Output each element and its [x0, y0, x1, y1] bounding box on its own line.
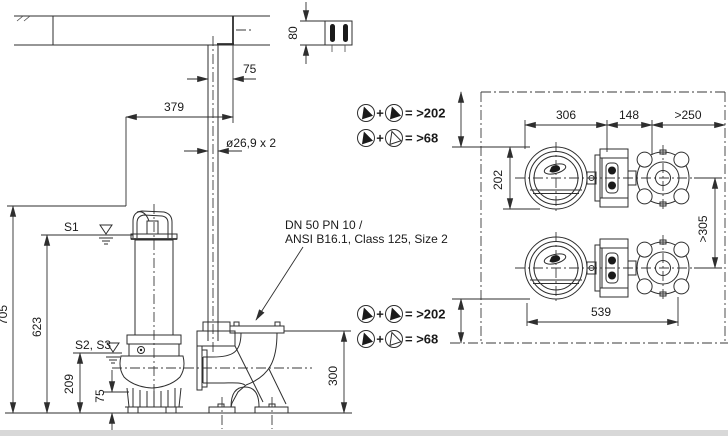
- legend-value: = >202: [405, 307, 446, 322]
- dim-label-300: 300: [326, 366, 340, 386]
- pump-standby-icon: [385, 330, 403, 348]
- plus-sign: +: [376, 106, 384, 121]
- pump-standby-icon: [385, 129, 403, 147]
- water-level-icon: [106, 342, 120, 364]
- plus-sign: +: [376, 131, 384, 146]
- plus-sign: +: [376, 332, 384, 347]
- foot-pad: [254, 406, 289, 414]
- pump-running-icon: [357, 104, 375, 122]
- outlet-flange: [229, 325, 285, 334]
- dim-pump-spacing: >305: [694, 177, 722, 269]
- leader-line: [255, 246, 304, 321]
- pump-running-icon: [385, 305, 403, 323]
- legend-value: = >68: [405, 131, 438, 146]
- dim-outlet-flange-height: 300: [284, 330, 351, 414]
- legend-lower: + = >202 + = >68: [357, 305, 446, 348]
- dim-label-623: 623: [30, 317, 44, 337]
- legend-value: = >68: [405, 332, 438, 347]
- cable: [136, 211, 150, 222]
- oil-plug: [137, 346, 145, 354]
- legend-value: = >202: [405, 106, 446, 121]
- dim-s1-height: 623: [30, 234, 51, 414]
- dim-suction-height: 75: [93, 370, 129, 431]
- ceiling-slab: [14, 15, 270, 46]
- guide-claw: [196, 321, 236, 347]
- suction-strainer: [125, 387, 183, 414]
- dim-total-length: 539: [526, 297, 679, 326]
- pump-running-icon: [357, 330, 375, 348]
- pump-running-icon: [385, 104, 403, 122]
- dim-pipe-to-bracket: 75: [187, 45, 257, 123]
- flange-note: DN 50 PN 10 / ANSI B16.1, Class 125, Siz…: [255, 218, 448, 321]
- plus-sign: +: [376, 307, 384, 322]
- dim-label-379: 379: [164, 100, 184, 114]
- dim-label-80: 80: [286, 26, 300, 40]
- dim-label-306: 306: [556, 108, 576, 122]
- dim-motor-width: 202: [491, 146, 540, 210]
- dim-label-75-top: 75: [243, 62, 257, 76]
- dim-label-pipe-size: ø26,9 x 2: [226, 136, 276, 150]
- dim-pump-to-wall: 379: [125, 100, 234, 206]
- label-s1: S1: [64, 220, 79, 234]
- dim-label-250: >250: [674, 108, 701, 122]
- dim-label-75-bottom: 75: [93, 389, 107, 403]
- cable-gland: [146, 220, 159, 235]
- bracket-plate-detail: 80: [286, 2, 353, 64]
- pump-running-icon: [357, 129, 375, 147]
- guide-pipe: [207, 36, 219, 352]
- volute-casing: [119, 355, 185, 389]
- water-level-icon: [99, 224, 113, 245]
- flange-note-line1: DN 50 PN 10 /: [285, 218, 363, 232]
- dim-label-539: 539: [591, 305, 611, 319]
- dim-label-209: 209: [62, 374, 76, 394]
- dim-s2s3-height: 209: [62, 352, 84, 414]
- water-level-s1: S1: [41, 220, 133, 245]
- legend-upper: + = >202 + = >68: [357, 104, 446, 147]
- dim-claw-to-outlet: 148: [606, 108, 653, 155]
- wall-clearance-dims: [452, 91, 530, 344]
- dim-label-305: >305: [696, 215, 710, 242]
- dim-label-705: 705: [0, 305, 10, 325]
- label-s2s3: S2, S3: [75, 338, 111, 352]
- plan-view: 306 148 >250 202 >305 539: [450, 91, 728, 344]
- image-footer-strip: [0, 430, 728, 436]
- submersible-pump-side: [112, 204, 312, 414]
- pump-plan-row1: [514, 141, 693, 215]
- dim-guide-pipe-size: ø26,9 x 2: [184, 136, 276, 155]
- dim-outlet-wall-clearance: >250: [651, 108, 726, 129]
- chamber-outline: [450, 91, 728, 344]
- pipe-ceiling-bracket: [217, 16, 252, 45]
- dim-label-148: 148: [619, 108, 639, 122]
- flange-note-line2: ANSI B16.1, Class 125, Size 2: [285, 232, 448, 246]
- pump-running-icon: [357, 305, 375, 323]
- dim-total-height: 705: [0, 205, 126, 414]
- water-level-s2s3: S2, S3: [73, 338, 122, 364]
- discharge-elbow: [202, 321, 289, 429]
- pump-plan-row2: [514, 231, 693, 305]
- dim-label-202: 202: [491, 170, 505, 190]
- dim-motor-length: 306: [524, 108, 608, 152]
- side-view: 75 379 ø26,9 x 2 80: [0, 2, 448, 431]
